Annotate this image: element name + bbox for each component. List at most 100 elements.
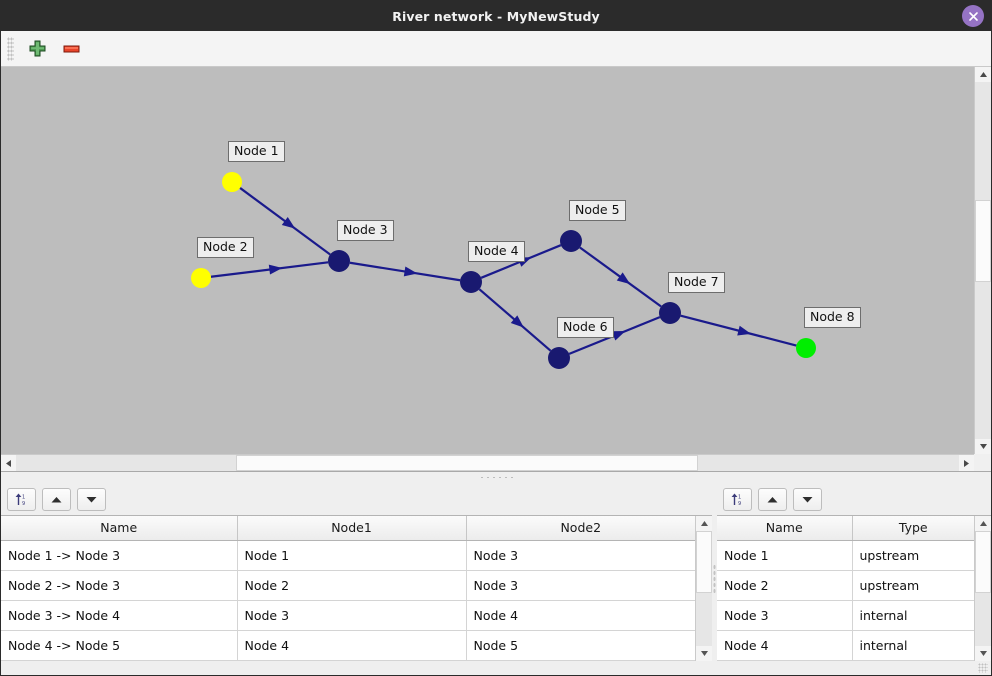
splitter-grip bbox=[479, 476, 513, 479]
node-cell-name[interactable]: Node 1 bbox=[717, 540, 853, 571]
diagram-node-node5[interactable] bbox=[560, 230, 582, 252]
delete-node-button[interactable] bbox=[58, 36, 84, 62]
node-cell-name[interactable]: Node 3 bbox=[717, 600, 853, 631]
node-label-node6[interactable]: Node 6 bbox=[557, 317, 614, 338]
diagram-node-node7[interactable] bbox=[659, 302, 681, 324]
branch-cell-name[interactable]: Node 3 -> Node 4 bbox=[1, 600, 238, 631]
node-column-header-type[interactable]: Type bbox=[852, 516, 974, 541]
horizontal-splitter[interactable] bbox=[1, 471, 991, 483]
diagram-node-node4[interactable] bbox=[460, 271, 482, 293]
network-canvas[interactable]: Node 1 Node 2 Node 3 Node 4 Node 5 Node 6 Node… bbox=[1, 67, 974, 454]
edges-layer bbox=[210, 187, 797, 355]
node-cell-type[interactable]: internal bbox=[852, 600, 974, 631]
branch-cell-node1[interactable]: Node 4 bbox=[237, 630, 467, 661]
branch-column-header-name[interactable]: Name bbox=[1, 516, 238, 541]
node-cell-type[interactable]: upstream bbox=[852, 570, 974, 601]
node-table-vertical-scrollbar[interactable] bbox=[974, 516, 991, 661]
branch-cell-node1[interactable]: Node 1 bbox=[237, 540, 467, 571]
branch-cell-name[interactable]: Node 1 -> Node 3 bbox=[1, 540, 238, 571]
node-vscroll-thumb[interactable] bbox=[975, 531, 991, 593]
node-vscroll-track[interactable] bbox=[975, 531, 991, 646]
diagram-node-node2[interactable] bbox=[191, 268, 211, 288]
diagram-node-node1[interactable] bbox=[222, 172, 242, 192]
branch-vscroll-track[interactable] bbox=[696, 531, 712, 646]
table-row-partial[interactable] bbox=[1, 660, 695, 661]
close-button[interactable] bbox=[962, 5, 984, 27]
node-label-node7[interactable]: Node 7 bbox=[668, 272, 725, 293]
branch-cell-node1[interactable]: Node 3 bbox=[237, 600, 467, 631]
branch-move-up-button[interactable] bbox=[42, 487, 71, 511]
node-cell-empty[interactable] bbox=[717, 660, 853, 661]
vertical-splitter[interactable] bbox=[712, 483, 717, 675]
node-sort-button[interactable]: 1 9 bbox=[723, 487, 752, 511]
node-label-node5[interactable]: Node 5 bbox=[569, 200, 626, 221]
diagram-node-node6[interactable] bbox=[548, 347, 570, 369]
close-icon bbox=[968, 11, 978, 21]
vertical-splitter-grip bbox=[713, 564, 716, 594]
branch-sort-button[interactable]: 1 9 bbox=[7, 487, 36, 511]
branch-vscroll-thumb[interactable] bbox=[696, 531, 712, 593]
node-scroll-down-button[interactable] bbox=[975, 646, 991, 661]
canvas-vertical-scrollbar[interactable] bbox=[974, 67, 991, 454]
window-resize-grip[interactable] bbox=[978, 663, 988, 673]
arrow-up-icon bbox=[51, 496, 62, 502]
scroll-left-button[interactable] bbox=[1, 455, 16, 471]
toolbar-drag-handle[interactable] bbox=[7, 36, 14, 61]
canvas-hscroll-track[interactable] bbox=[16, 455, 959, 471]
canvas-vscroll-thumb[interactable] bbox=[975, 200, 991, 282]
add-node-button[interactable] bbox=[24, 36, 50, 62]
node-label-node8[interactable]: Node 8 bbox=[804, 307, 861, 328]
branch-column-header-node1[interactable]: Node1 bbox=[237, 516, 467, 541]
node-column-header-name[interactable]: Name bbox=[717, 516, 853, 541]
node-cell-name[interactable]: Node 4 bbox=[717, 630, 853, 661]
canvas-horizontal-scrollbar[interactable] bbox=[1, 454, 974, 471]
branch-table-vertical-scrollbar[interactable] bbox=[695, 516, 712, 661]
branch-cell-empty[interactable] bbox=[237, 660, 467, 661]
canvas-vscroll-track[interactable] bbox=[975, 82, 991, 439]
branch-cell-empty[interactable] bbox=[1, 660, 238, 661]
node-move-up-button[interactable] bbox=[758, 487, 787, 511]
branch-cell-node2[interactable]: Node 3 bbox=[466, 540, 695, 571]
arrow-up-icon bbox=[767, 496, 778, 502]
branch-pane-footer bbox=[1, 661, 712, 675]
scroll-up-button[interactable] bbox=[975, 67, 991, 82]
canvas-hscroll-thumb[interactable] bbox=[236, 455, 698, 471]
node-label-node1[interactable]: Node 1 bbox=[228, 141, 285, 162]
scrollbar-corner bbox=[974, 454, 991, 471]
branch-cell-node2[interactable]: Node 4 bbox=[466, 600, 695, 631]
diagram-node-node3[interactable] bbox=[328, 250, 350, 272]
branch-cell-node2[interactable]: Node 3 bbox=[466, 570, 695, 601]
node-scroll-up-button[interactable] bbox=[975, 516, 991, 531]
branch-cell-empty[interactable] bbox=[466, 660, 695, 661]
diagram-node-node8[interactable] bbox=[796, 338, 816, 358]
node-cell-type[interactable]: upstream bbox=[852, 540, 974, 571]
branch-cell-name[interactable]: Node 2 -> Node 3 bbox=[1, 570, 238, 601]
node-cell-name[interactable]: Node 2 bbox=[717, 570, 853, 601]
branch-pane: 1 9 bbox=[1, 483, 712, 675]
node-label-node3[interactable]: Node 3 bbox=[337, 220, 394, 241]
table-row-partial[interactable] bbox=[717, 660, 974, 661]
scroll-right-button[interactable] bbox=[959, 455, 974, 471]
branch-cell-node2[interactable]: Node 5 bbox=[466, 630, 695, 661]
branch-column-header-node2[interactable]: Node2 bbox=[466, 516, 695, 541]
node-cell-type[interactable]: internal bbox=[852, 630, 974, 661]
node-label-node2[interactable]: Node 2 bbox=[197, 237, 254, 258]
node-move-down-button[interactable] bbox=[793, 487, 822, 511]
node-cell-empty[interactable] bbox=[852, 660, 974, 661]
branch-scroll-up-button[interactable] bbox=[696, 516, 712, 531]
node-label-node4[interactable]: Node 4 bbox=[468, 241, 525, 262]
branch-cell-node1[interactable]: Node 2 bbox=[237, 570, 467, 601]
branch-cell-name[interactable]: Node 4 -> Node 5 bbox=[1, 630, 238, 661]
branch-scroll-down-button[interactable] bbox=[696, 646, 712, 661]
branch-move-down-button[interactable] bbox=[77, 487, 106, 511]
scroll-down-button[interactable] bbox=[975, 439, 991, 454]
